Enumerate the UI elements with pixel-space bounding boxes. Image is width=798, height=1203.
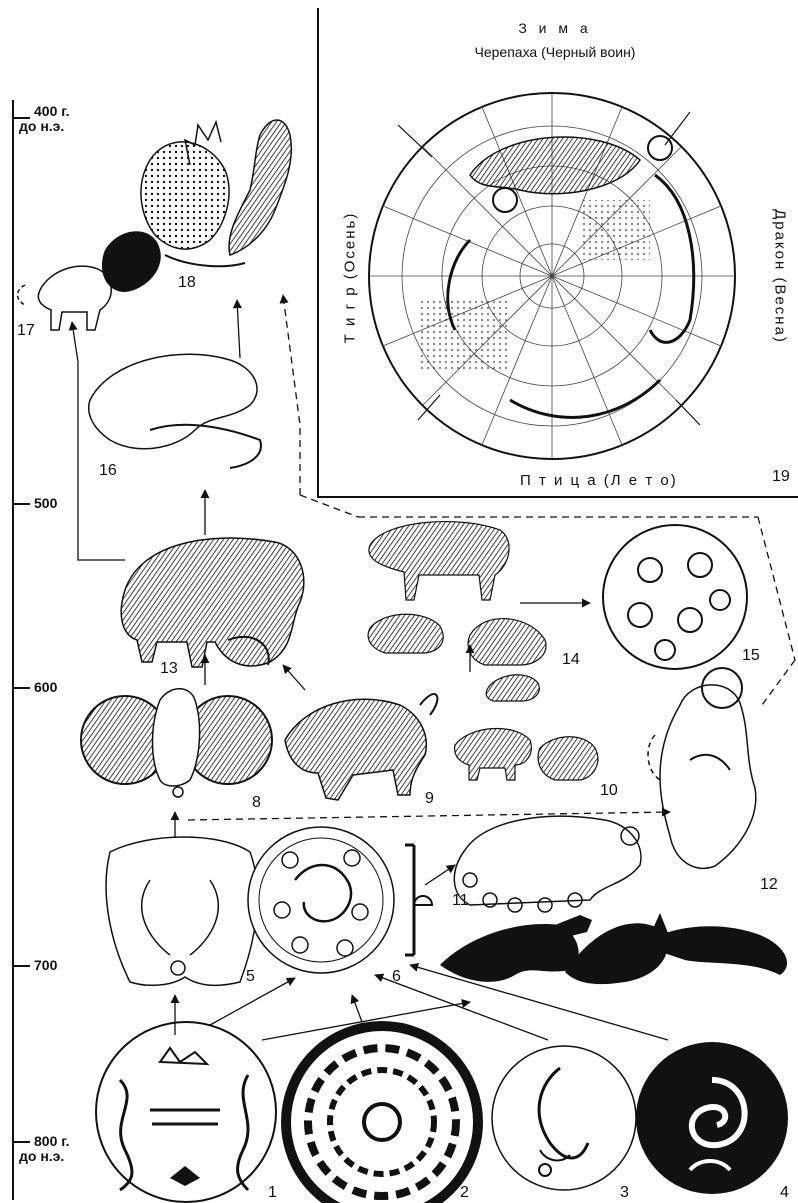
figure-13-number: 13 [160,660,178,678]
figure-18-plaque [141,120,291,266]
figure-10-number: 10 [600,782,618,800]
starmap-season-top: З и м а [500,20,610,36]
starmap-disc [369,93,735,459]
timeline-mark-400: 400 г. до н.э. [26,104,70,134]
figure-9-plaque [285,694,437,800]
starmap-bottom-label: П т и ц а (Л е т о) [520,472,680,489]
figure-4-number: 4 [780,1184,789,1202]
figure-19-number: 19 [772,468,790,486]
figure-8-plaque [81,689,272,797]
figure-12-plaque [648,668,756,868]
figure-18-number: 18 [178,274,196,292]
figure-5-plaque [106,837,257,985]
figure-17-plaque [18,231,161,330]
figure-2-number: 2 [460,1184,469,1202]
timeline-mark-400-label: 400 г. [34,104,70,119]
timeline-mark-500: 500 [34,496,57,511]
figure-3-number: 3 [620,1184,629,1202]
figure-16-plaque [89,354,261,468]
figure-15-disc [603,525,747,669]
timeline-mark-400-sub: до н.э. [19,119,70,134]
figure-13-plaque [121,538,304,667]
timeline-mark-800-sub: до н.э. [19,1149,70,1164]
figure-1-number: 1 [268,1184,277,1202]
figure-15-number: 15 [742,647,760,665]
figure-8-number: 8 [252,794,261,812]
starmap-right-label: Дракон (Весна) [772,167,789,387]
figure-14-plaques [368,522,546,665]
timeline-mark-700: 700 [34,958,57,973]
figure-14-number: 14 [562,651,580,669]
figure-5-number: 5 [246,968,255,986]
starmap-title-top: Черепаха (Черный воин) [430,44,680,60]
starmap-left-label: Т и г р (Осень) [342,178,359,378]
figure-17-number: 17 [17,322,35,340]
figure-4-disc [636,1042,788,1194]
figure-6-number: 6 [392,968,401,986]
figure-9-number: 9 [425,790,434,808]
figure-7-animals [440,913,787,984]
figure-2-disc [286,1026,478,1203]
figure-16-number: 16 [99,462,117,480]
figure-6-disc [248,827,432,973]
figure-11-number: 11 [452,892,469,910]
timeline-axis [13,100,30,1200]
figure-10-plaques [455,675,598,780]
figure-3-disc [492,1046,636,1190]
figure-1-disc [96,1022,276,1202]
timeline-mark-800: 800 г. до н.э. [18,1134,70,1164]
figure-12-number: 12 [760,876,778,894]
figure-7-number: 7 [773,958,782,976]
timeline-mark-800-label: 800 г. [34,1134,70,1149]
timeline-mark-600: 600 [34,680,57,695]
figure-11-plaque [454,816,641,912]
